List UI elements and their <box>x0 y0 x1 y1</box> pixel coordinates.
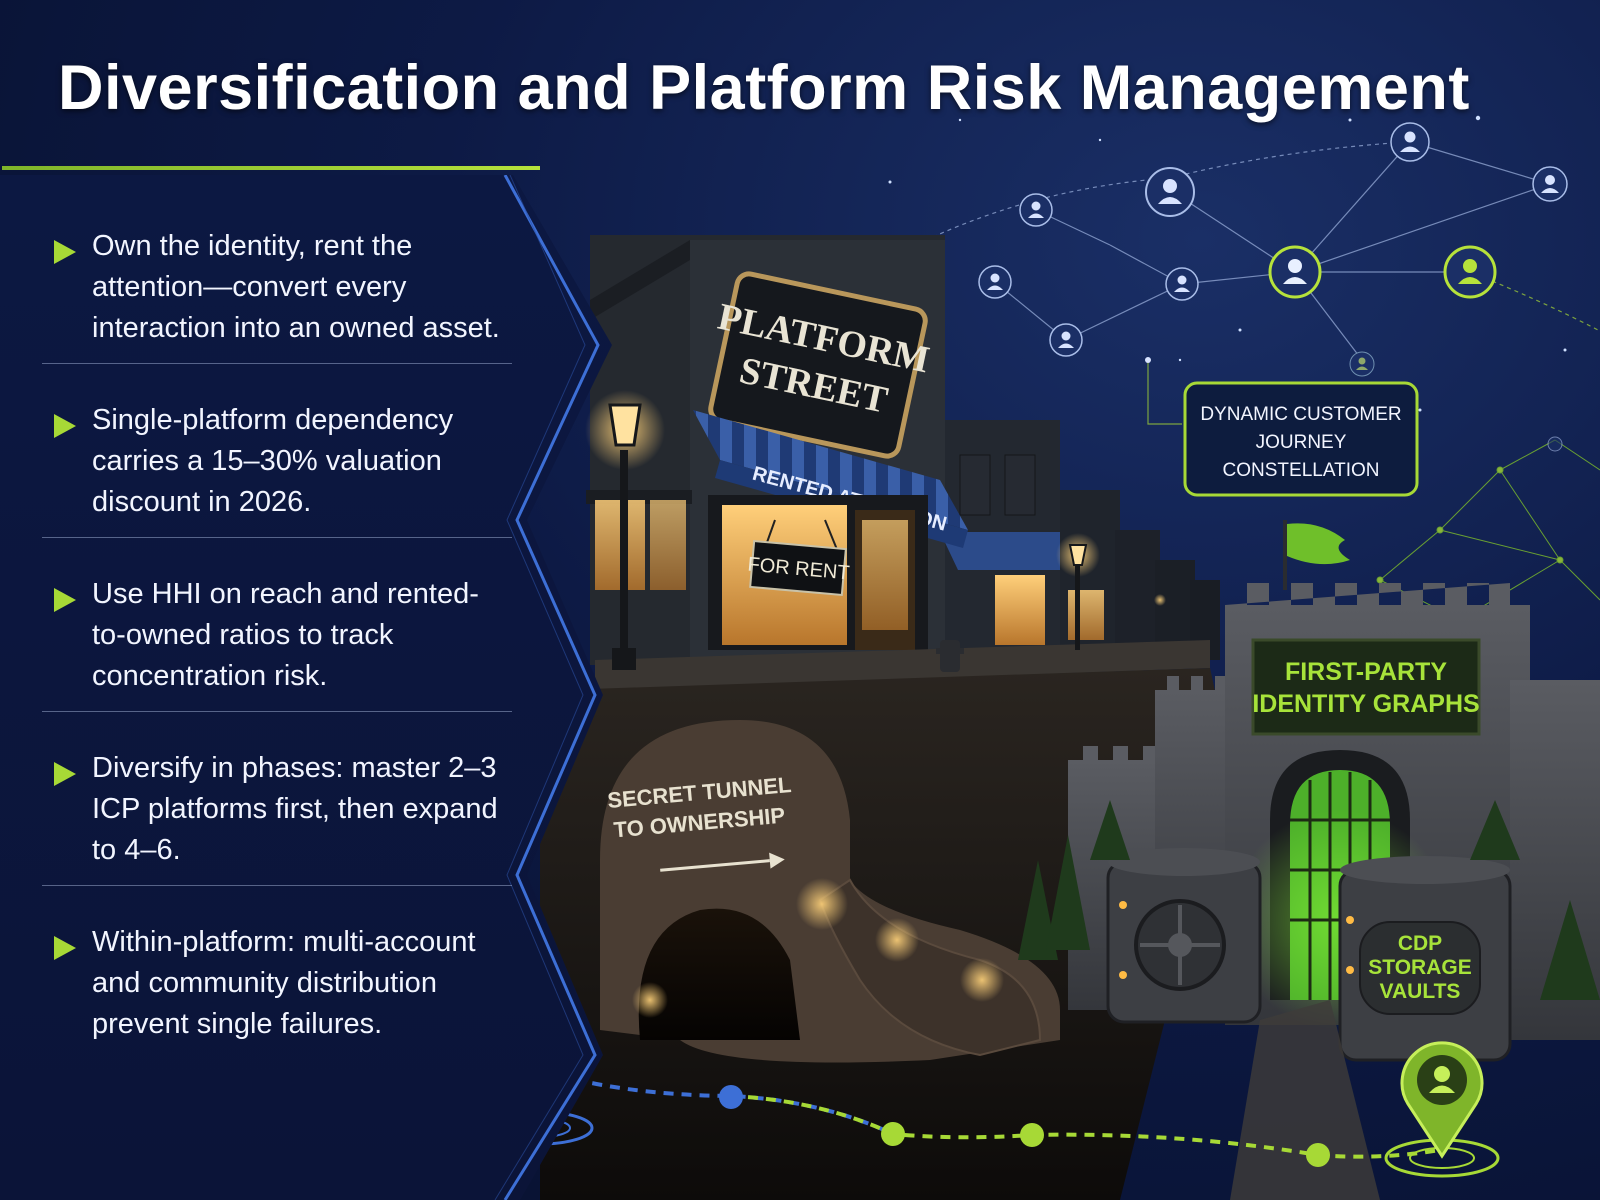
flag-icon <box>1283 520 1350 590</box>
platform-street-store: PLATFORM STREET RENTED ATTENTION FOR REN… <box>586 235 1210 690</box>
green-network-mesh <box>1376 439 1600 624</box>
secret-tunnel: SECRET TUNNEL TO OWNERSHIP <box>600 720 1060 1063</box>
user-icon <box>1049 323 1083 357</box>
bullet-text: Diversify in phases: master 2–3 ICP plat… <box>92 752 498 866</box>
bullet-text: Own the identity, rent the attention—con… <box>92 230 500 344</box>
street-lamp-icon <box>1056 533 1100 650</box>
page-title: Diversification and Platform Risk Manage… <box>58 53 1470 123</box>
arrow-bullet-icon <box>54 414 76 438</box>
bullet-text: Within-platform: multi-account and commu… <box>92 926 476 1040</box>
list-item: Use HHI on reach and rented-to-owned rat… <box>42 538 512 712</box>
vault-label-line2: STORAGE <box>1368 956 1471 979</box>
user-icon <box>1547 436 1563 452</box>
constellation-label-line3: CONSTELLATION <box>1223 460 1380 481</box>
user-icon <box>1019 193 1053 227</box>
vault-label-line1: CDP <box>1398 932 1442 955</box>
constellation-label-line1: DYNAMIC CUSTOMER <box>1200 404 1401 425</box>
platform-street-sign: PLATFORM STREET <box>708 271 933 459</box>
bullet-text: Single-platform dependency carries a 15–… <box>92 404 454 518</box>
street-lamp-icon <box>585 390 665 670</box>
user-icon <box>1145 167 1195 217</box>
user-icon <box>1390 122 1430 162</box>
arrow-bullet-icon <box>54 936 76 960</box>
constellation-label: DYNAMIC CUSTOMER JOURNEY CONSTELLATION <box>1183 381 1419 497</box>
location-pin-icon <box>1384 1041 1500 1178</box>
arrow-bullet-icon <box>54 588 76 612</box>
castle-sign-line2: IDENTITY GRAPHS <box>1252 690 1479 718</box>
arrow-right-icon <box>660 852 785 872</box>
arrow-bullet-icon <box>54 240 76 264</box>
user-icon <box>1349 351 1375 377</box>
trees <box>1018 800 1600 1000</box>
list-item: Own the identity, rent the attention—con… <box>42 190 512 364</box>
stone-path <box>1230 1000 1380 1200</box>
user-icon <box>978 265 1012 299</box>
user-icon <box>1532 166 1568 202</box>
vault-icon <box>1106 848 1262 1024</box>
bullet-list: Own the identity, rent the attention—con… <box>42 190 512 1060</box>
list-item: Within-platform: multi-account and commu… <box>42 886 512 1060</box>
bullet-text: Use HHI on reach and rented-to-owned rat… <box>92 578 479 692</box>
user-icon <box>1443 245 1497 299</box>
fire-hydrant <box>936 640 964 672</box>
list-item: Single-platform dependency carries a 15–… <box>42 364 512 538</box>
list-item: Diversify in phases: master 2–3 ICP plat… <box>42 712 512 886</box>
for-rent-sign: FOR RENT <box>747 519 850 597</box>
user-icon <box>1268 245 1322 299</box>
vault-icon: CDP STORAGE VAULTS <box>1338 856 1512 1062</box>
constellation-nodes <box>978 122 1568 452</box>
castle-sign-line1: FIRST-PARTY <box>1285 658 1447 686</box>
vault-label-line3: VAULTS <box>1380 980 1461 1003</box>
arrow-bullet-icon <box>54 762 76 786</box>
title-underline <box>2 166 540 170</box>
constellation-label-line2: JOURNEY <box>1256 432 1347 453</box>
user-icon <box>1165 267 1199 301</box>
